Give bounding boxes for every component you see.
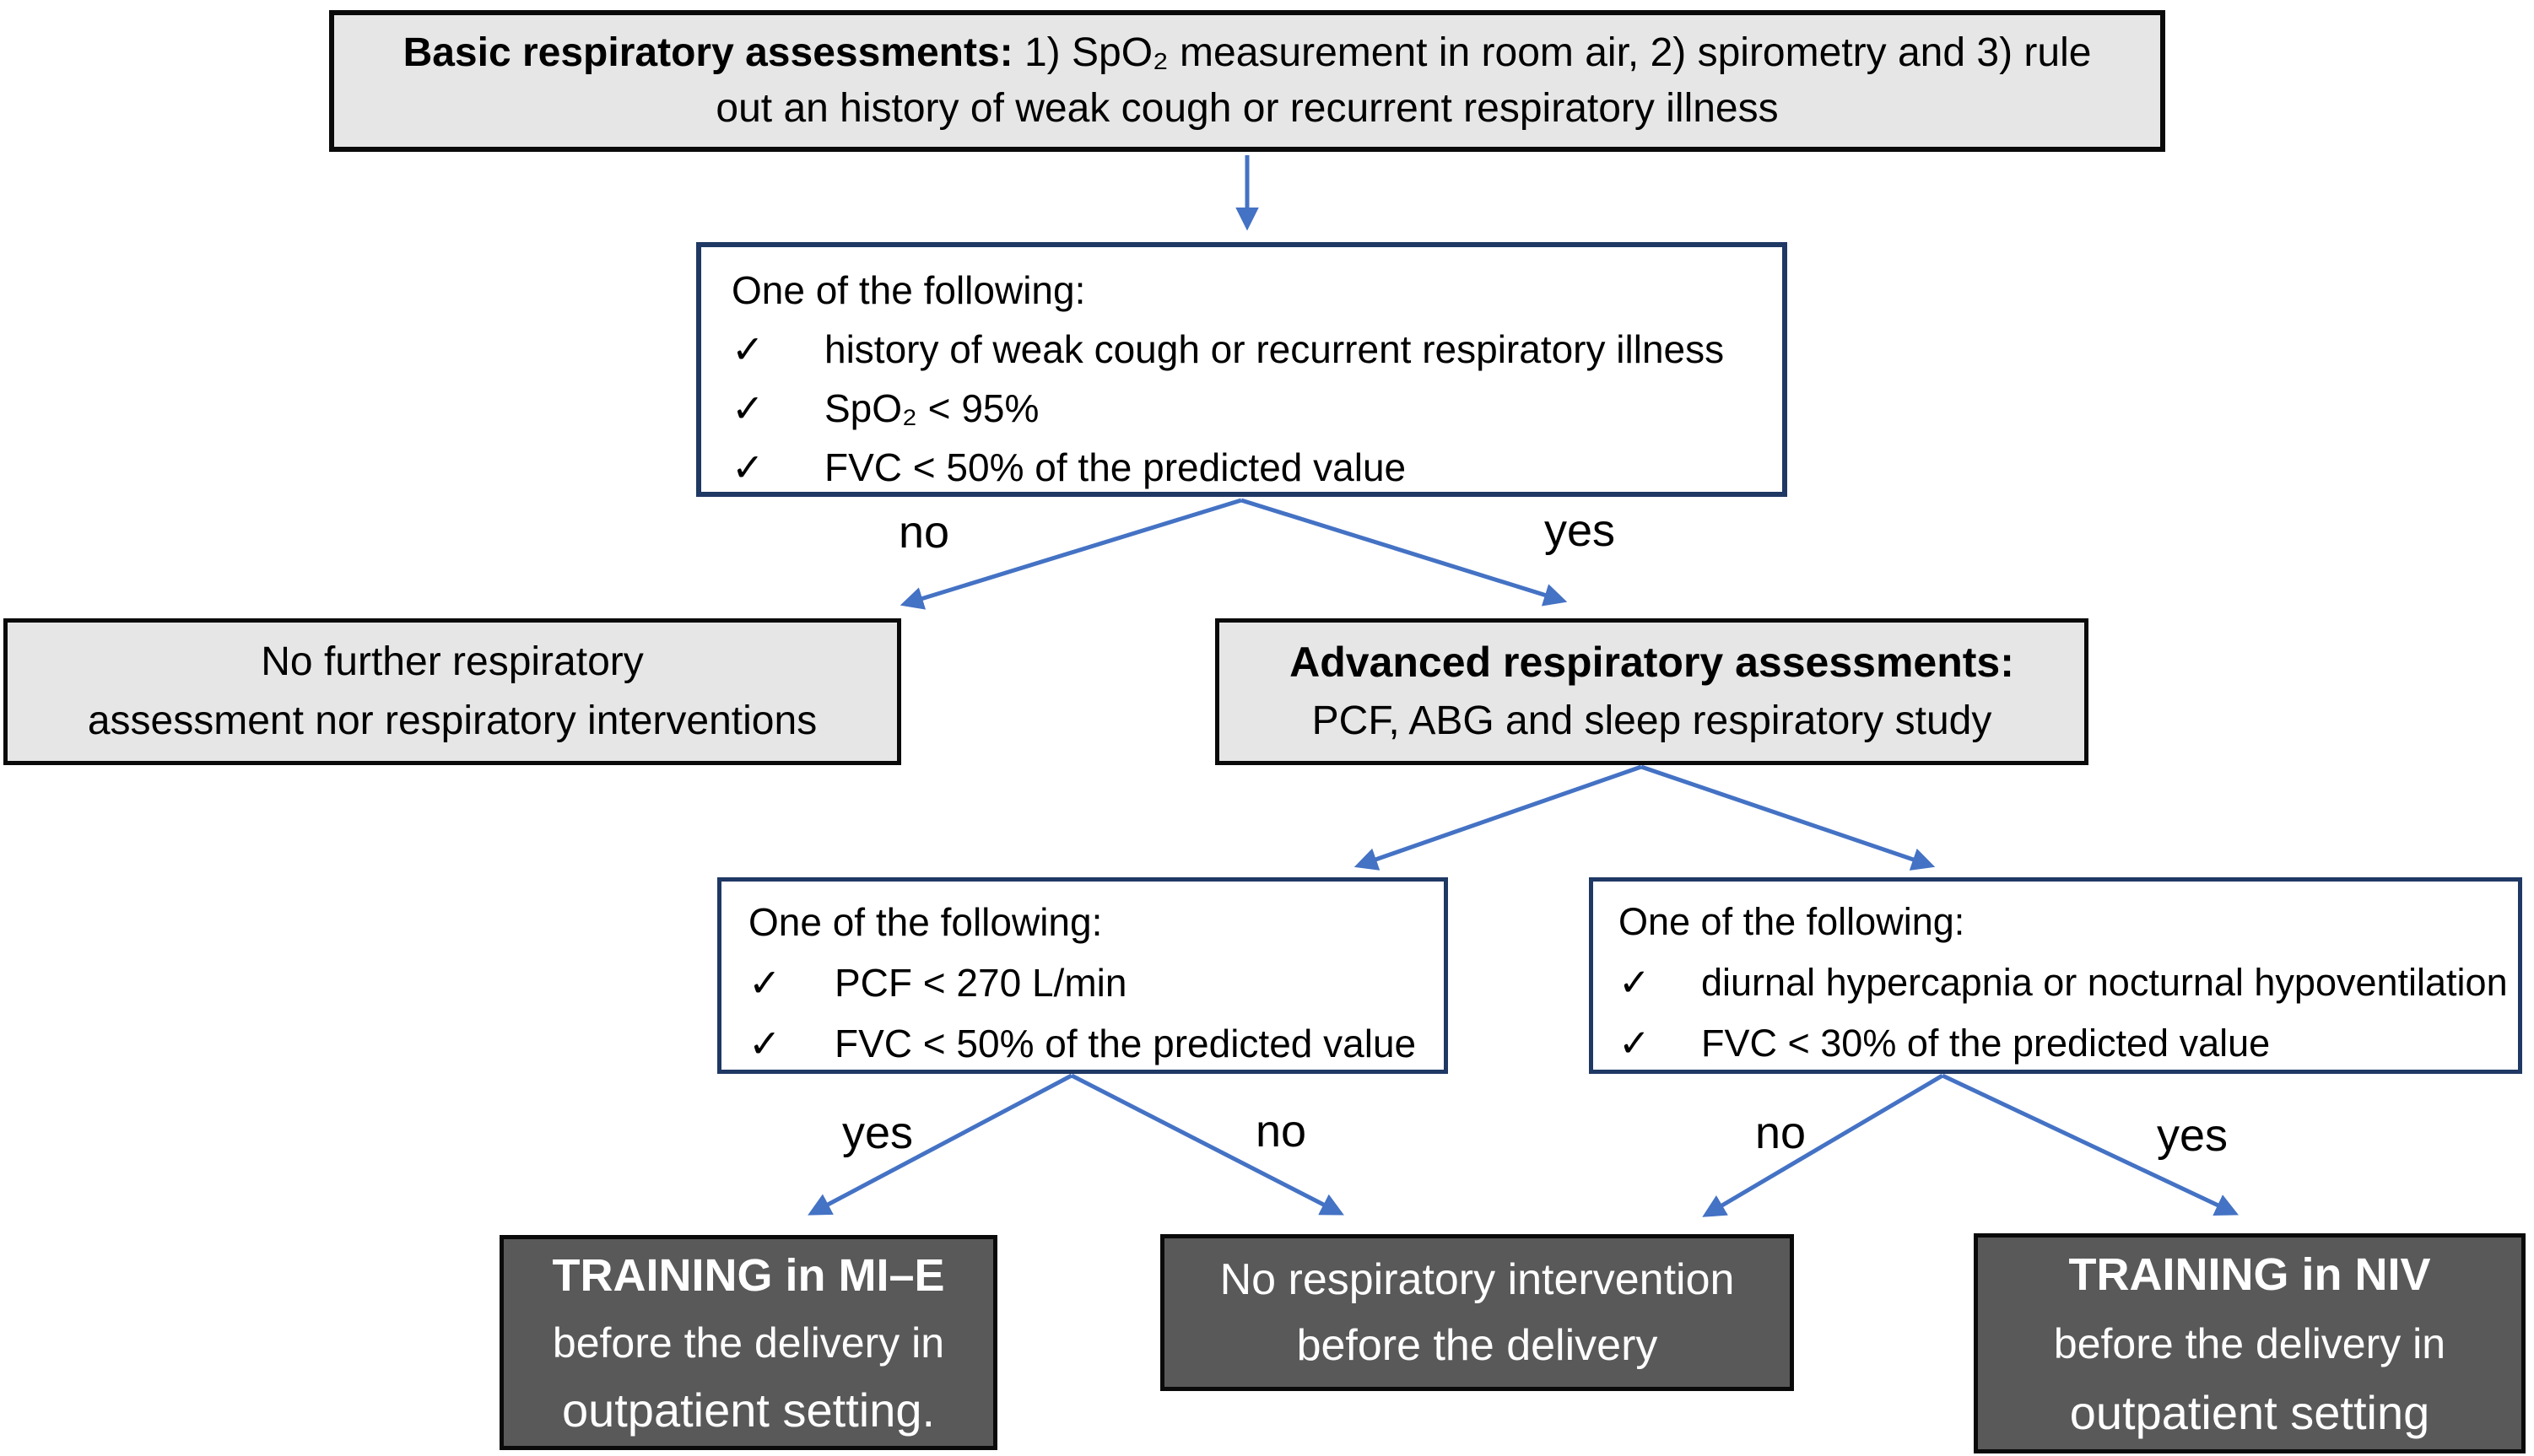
no-further-assessment-box: No further respiratory assessment nor re…: [3, 618, 901, 765]
niv-no-label: no: [1754, 1108, 1807, 1158]
niv-criterion-row: ✓ FVC < 30% of the predicted value: [1618, 1013, 2510, 1074]
arrow-screening-yes: [1240, 498, 1568, 607]
arrow-advanced-to-niv-criteria: [1640, 764, 1936, 871]
no-intervention-line1: No respiratory intervention: [1219, 1255, 1735, 1304]
arrow-mie-yes: [808, 1073, 1073, 1216]
screening-criterion-text: SpO₂ < 95%: [824, 386, 1040, 430]
training-mie-line1: TRAINING in MI–E: [552, 1249, 945, 1301]
screening-criteria-box: One of the following: ✓ history of weak …: [696, 242, 1787, 497]
niv-criteria-box: One of the following: ✓ diurnal hypercap…: [1589, 877, 2522, 1074]
screening-no-label: no: [898, 507, 950, 558]
training-niv-line1: TRAINING in NIV: [2068, 1248, 2431, 1300]
arrow-niv-yes: [1941, 1073, 2239, 1216]
training-mie-line2: before the delivery in: [552, 1318, 945, 1367]
check-icon: ✓: [1618, 1022, 1651, 1065]
mie-criterion-text: PCF < 270 L/min: [835, 961, 1127, 1005]
niv-criterion-text: FVC < 30% of the predicted value: [1701, 1022, 2271, 1065]
training-niv-line2: before the delivery in: [2053, 1319, 2446, 1367]
no-further-line1: No further respiratory: [261, 639, 644, 684]
mie-criterion-row: ✓ FVC < 50% of the predicted value: [748, 1013, 1432, 1074]
screening-criterion-row: ✓ FVC < 50% of the predicted value: [732, 438, 1767, 497]
screening-criterion-row: ✓ SpO₂ < 95%: [732, 379, 1767, 438]
mie-yes-label: yes: [841, 1108, 914, 1158]
check-icon: ✓: [732, 445, 765, 489]
training-niv-box: TRAINING in NIV before the delivery in o…: [1974, 1233, 2526, 1453]
advanced-assessments-subtitle: PCF, ABG and sleep respiratory study: [1311, 698, 1992, 743]
check-icon: ✓: [748, 1022, 781, 1065]
basic-assessments-line1: Basic respiratory assessments: 1) SpO₂ m…: [334, 25, 2160, 81]
basic-assessments-line2: out an history of weak cough or recurren…: [716, 86, 1779, 131]
no-intervention-line2: before the delivery: [1296, 1321, 1658, 1370]
niv-criteria-header: One of the following:: [1618, 900, 1965, 943]
screening-criteria-header: One of the following:: [732, 268, 1086, 312]
advanced-assessments-title: Advanced respiratory assessments:: [1289, 639, 2014, 686]
advanced-assessments-box: Advanced respiratory assessments: PCF, A…: [1215, 618, 2088, 765]
mie-criteria-header: One of the following:: [748, 900, 1103, 944]
training-mie-box: TRAINING in MI–E before the delivery in …: [500, 1235, 997, 1450]
check-icon: ✓: [732, 327, 765, 371]
training-niv-line3: outpatient setting: [2069, 1385, 2430, 1439]
arrow-mie-no: [1070, 1073, 1344, 1216]
mie-criterion-row: ✓ PCF < 270 L/min: [748, 952, 1432, 1013]
basic-assessments-items: 1) SpO₂ measurement in room air, 2) spir…: [1024, 30, 2092, 75]
check-icon: ✓: [732, 386, 765, 430]
screening-criterion-text: FVC < 50% of the predicted value: [824, 445, 1407, 489]
training-mie-line3: outpatient setting.: [561, 1383, 936, 1437]
no-intervention-box: No respiratory intervention before the d…: [1160, 1234, 1794, 1391]
check-icon: ✓: [1618, 961, 1651, 1004]
mie-criteria-box: One of the following: ✓ PCF < 270 L/min …: [717, 877, 1448, 1074]
screening-criterion-text: history of weak cough or recurrent respi…: [824, 327, 1725, 371]
basic-assessments-title: Basic respiratory assessments:: [403, 30, 1013, 75]
arrow-screening-no: [900, 498, 1242, 610]
basic-assessments-box: Basic respiratory assessments: 1) SpO₂ m…: [329, 10, 2165, 152]
mie-criterion-text: FVC < 50% of the predicted value: [835, 1022, 1417, 1065]
screening-criterion-row: ✓ history of weak cough or recurrent res…: [732, 320, 1767, 379]
screening-yes-label: yes: [1543, 505, 1616, 556]
check-icon: ✓: [748, 961, 781, 1005]
mie-no-label: no: [1255, 1106, 1307, 1157]
no-further-line2: assessment nor respiratory interventions: [87, 698, 818, 743]
arrow-advanced-to-mie-criteria: [1353, 764, 1642, 871]
arrow-niv-no: [1702, 1073, 1944, 1217]
niv-criterion-text: diurnal hypercapnia or nocturnal hypoven…: [1701, 961, 2508, 1004]
niv-yes-label: yes: [2156, 1110, 2229, 1161]
niv-criterion-row: ✓ diurnal hypercapnia or nocturnal hypov…: [1618, 952, 2510, 1013]
